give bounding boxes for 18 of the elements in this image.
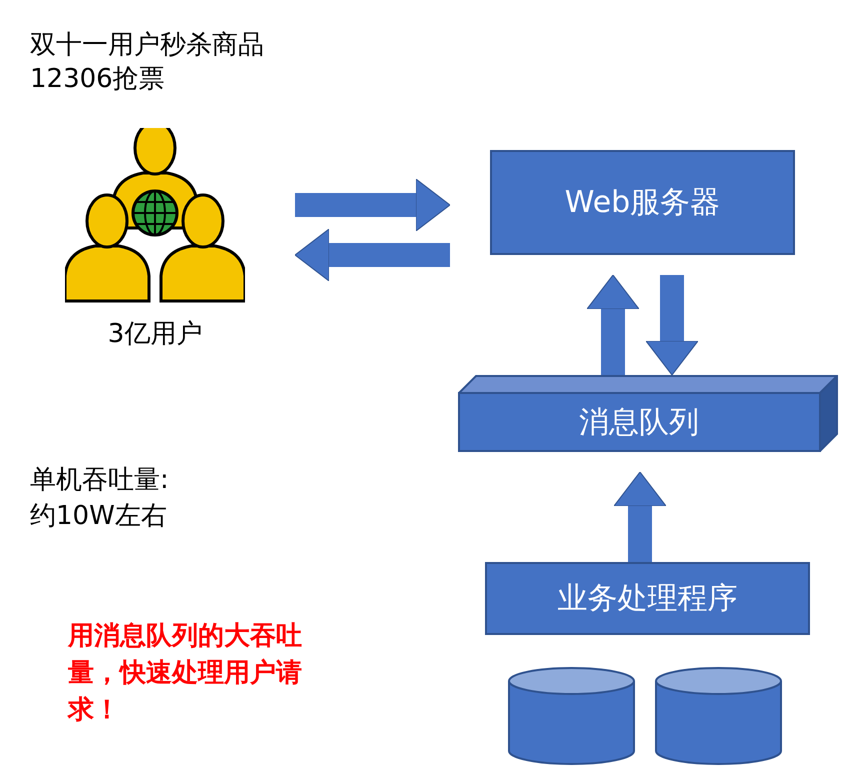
- database-cylinder: [655, 667, 782, 765]
- block-arrow: [646, 275, 698, 376]
- note-text: 约10W左右: [30, 500, 168, 533]
- highlight-note: 用消息队列的大吞吐量，快速处理用户请求！: [68, 620, 303, 727]
- node-label: 消息队列: [579, 404, 699, 442]
- database-cylinder: [508, 667, 635, 765]
- note-text: 12306抢票: [30, 63, 166, 96]
- block-arrow: [586, 274, 640, 375]
- process-box: [485, 562, 810, 635]
- note-text: 单机吞吐量:: [30, 464, 169, 497]
- process-box: [490, 150, 795, 255]
- note-text: 双十一用户秒杀商品: [30, 29, 264, 62]
- node-label: 3亿用户: [108, 318, 202, 351]
- block-arrow: [295, 178, 450, 232]
- block-arrow: [614, 472, 666, 562]
- node-label: 业务处理程序: [558, 580, 738, 618]
- node-label: Web服务器: [564, 184, 720, 222]
- block-arrow: [294, 228, 450, 282]
